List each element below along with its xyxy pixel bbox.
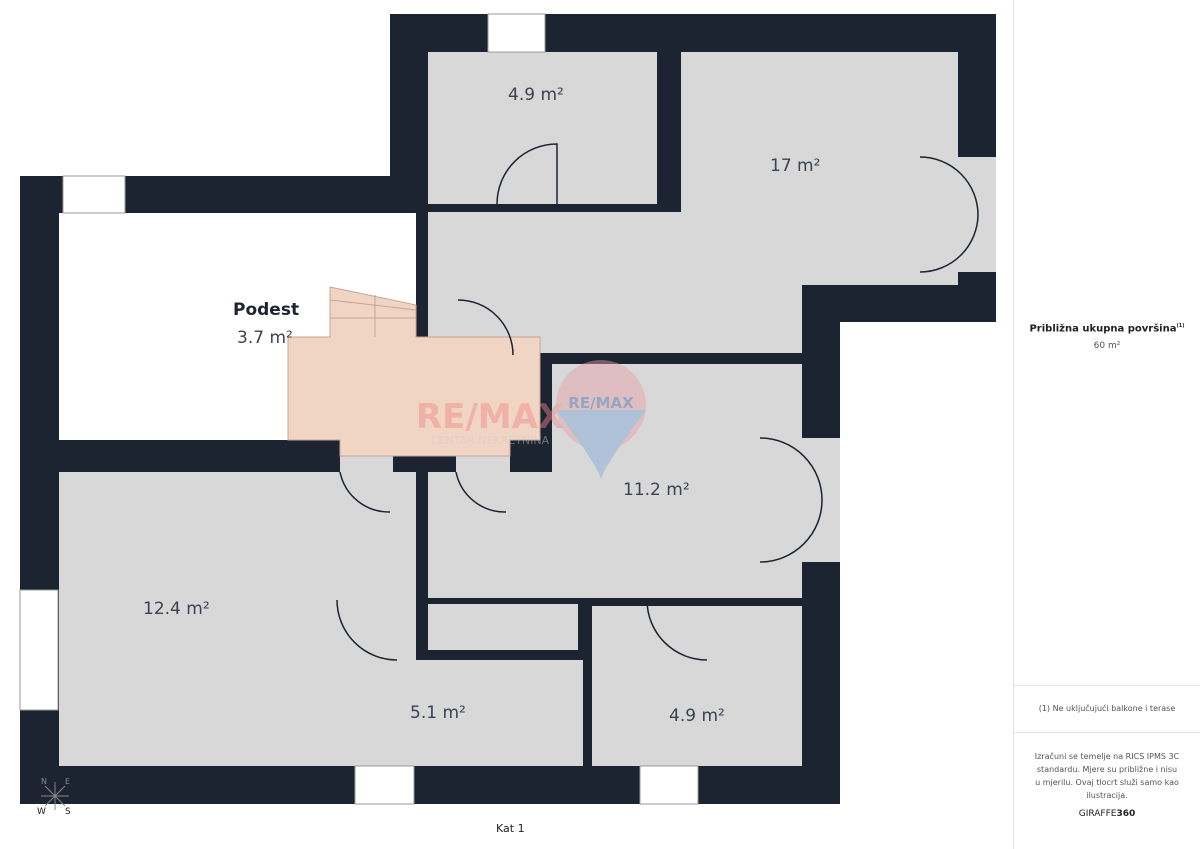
room-label: 11.2 m² [623, 480, 690, 500]
doorway [340, 456, 393, 472]
room-4-9-bottom-floor [592, 606, 802, 766]
compass-icon [41, 782, 69, 810]
door-right-top [958, 157, 996, 272]
room-title: Podest [233, 300, 300, 320]
footnote: (1) Ne uključujući balkone i terase [1038, 704, 1176, 713]
room-label: 17 m² [770, 156, 821, 176]
door-swings [336, 143, 979, 661]
room-label: 3.7 m² [237, 328, 293, 348]
svg-text:CENTAR NEKRETNINA: CENTAR NEKRETNINA [431, 434, 550, 447]
total-area-label: Približna ukupna površina(1) [1029, 323, 1185, 335]
window [354, 765, 415, 805]
floor-label: Kat 1 [496, 822, 525, 835]
room-label: 4.9 m² [508, 85, 564, 105]
door-right-mid [802, 438, 840, 562]
closet-floor [428, 604, 578, 650]
floor-plan: RE/MAX RE/MAX CENTAR NEKRETNINA N E W S [19, 13, 996, 817]
remax-watermark: RE/MAX RE/MAX CENTAR NEKRETNINA [416, 360, 646, 480]
compass-s: S [65, 807, 71, 817]
podest-floor [287, 286, 541, 457]
info-panel: Približna ukupna površina(1) 60 m² (1) N… [1013, 0, 1200, 849]
svg-text:RE/MAX: RE/MAX [568, 394, 634, 412]
compass-n: N [41, 777, 47, 786]
total-area-value: 60 m² [1093, 341, 1121, 351]
hall-floor [307, 606, 416, 666]
window [639, 765, 699, 805]
compass-w: W [37, 807, 46, 817]
window [19, 589, 59, 711]
room-11-2-floor-b [428, 472, 802, 598]
room-label: 5.1 m² [410, 703, 466, 723]
compass-e: E [65, 777, 70, 786]
corridor-floor [428, 212, 802, 353]
doorway [456, 456, 510, 472]
window [62, 175, 126, 214]
room-label: 4.9 m² [669, 706, 725, 726]
room-5-1-floor [307, 660, 583, 766]
disclaimer: Izračuni se temelje na RICS IPMS 3C stan… [1034, 752, 1180, 800]
room-label: 12.4 m² [143, 599, 210, 619]
window [487, 13, 546, 53]
giraffe360-logo: GIRAFFE360 [1078, 809, 1136, 819]
room-4-9-top-floor [428, 52, 657, 204]
svg-text:RE/MAX: RE/MAX [416, 397, 564, 437]
stairs [329, 295, 417, 337]
